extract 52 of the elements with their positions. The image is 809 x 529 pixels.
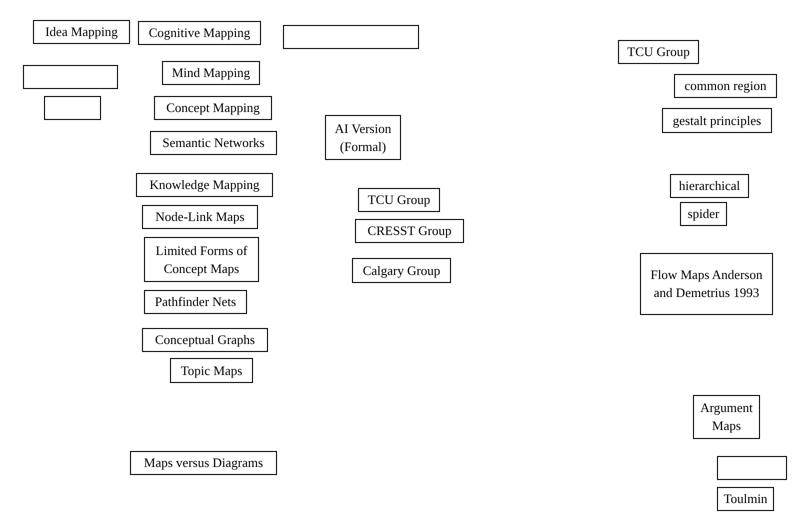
empty-box: [283, 25, 419, 49]
label-box: [162, 61, 260, 85]
node-text: Semantic Networks: [162, 134, 265, 152]
node-text: Concept Mapping: [166, 99, 260, 117]
label-box: [662, 108, 772, 133]
node-text: common region: [684, 77, 766, 95]
label-box: [640, 253, 773, 315]
label-box: [618, 40, 699, 64]
node-text: gestalt principles: [672, 112, 762, 130]
label-box: [138, 21, 261, 45]
label-box: [142, 328, 268, 352]
node-text: Argument Maps: [699, 399, 754, 435]
label-box: [680, 202, 727, 226]
node-text: Flow Maps Anderson and Demetrius 1993: [650, 266, 764, 302]
label-box: [130, 451, 277, 475]
node-text: Mind Mapping: [172, 64, 250, 82]
empty-box: [717, 456, 787, 480]
empty-box: [23, 65, 118, 89]
node-text: CRESST Group: [368, 222, 452, 240]
node-text: Pathfinder Nets: [154, 293, 236, 311]
label-box: [355, 219, 464, 243]
node-text: Conceptual Graphs: [154, 331, 255, 349]
node-text: spider: [688, 205, 720, 223]
node-text: Cognitive Mapping: [148, 24, 250, 42]
label-box: [674, 74, 777, 98]
label-box: [717, 487, 774, 511]
node-text: TCU Group: [627, 43, 690, 61]
label-box: [150, 131, 277, 155]
label-box: [144, 290, 247, 314]
label-box: [693, 395, 760, 439]
node-text: Node-Link Maps: [155, 208, 245, 226]
label-box: [154, 96, 272, 120]
label-box: [352, 258, 451, 283]
node-text: Idea Mapping: [45, 23, 118, 41]
label-box: [325, 115, 401, 160]
node-text: AI Version (Formal): [334, 120, 392, 156]
node-text: Knowledge Mapping: [149, 176, 260, 194]
node-text: Topic Maps: [180, 362, 242, 380]
label-box: [136, 173, 273, 197]
node-text: Calgary Group: [362, 262, 440, 280]
node-text: TCU Group: [368, 191, 430, 209]
label-box: [358, 188, 440, 212]
label-box: [170, 358, 253, 383]
label-box: [670, 174, 749, 198]
label-box: [144, 237, 259, 282]
label-box: [142, 205, 258, 229]
node-text: Maps versus Diagrams: [144, 454, 264, 472]
empty-box: [44, 96, 101, 120]
node-text: Toulmin: [724, 490, 768, 508]
node-text: hierarchical: [678, 177, 740, 195]
node-text: Limited Forms of Concept Maps: [154, 242, 248, 278]
label-box: [33, 20, 130, 44]
